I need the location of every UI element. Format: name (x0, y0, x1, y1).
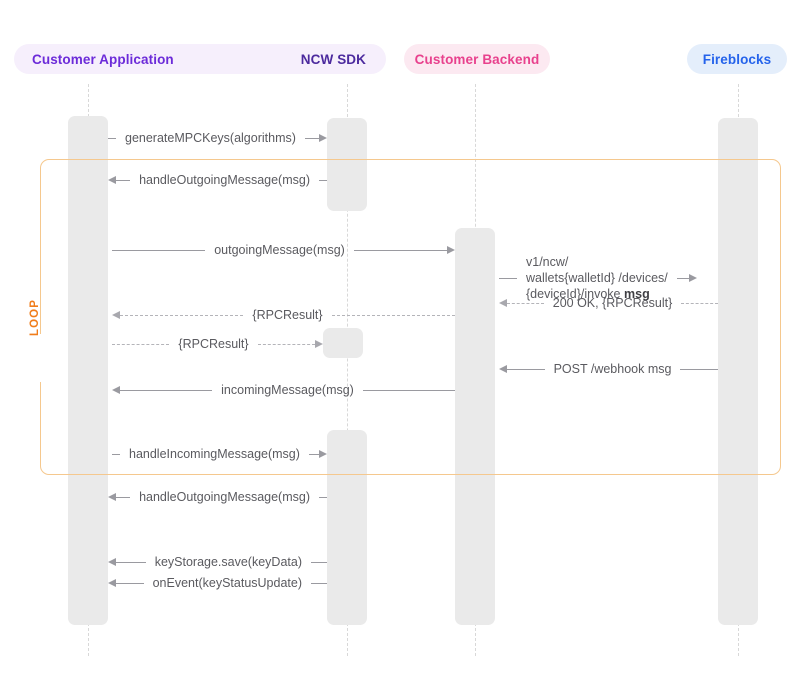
message-label-key-storage-save: keyStorage.save(keyData) (154, 555, 302, 569)
message-handle-outgoing-2[interactable]: handleOutgoingMessage(msg) (108, 488, 327, 506)
arrowhead-left-icon (112, 386, 120, 394)
arrowhead-right-icon (447, 246, 455, 254)
message-label-handle-incoming: handleIncomingMessage(msg) (129, 447, 300, 461)
activation-bar-fireblocks (718, 118, 758, 625)
message-label-outgoing-message: outgoingMessage(msg) (214, 243, 345, 257)
activation-bar-ncw-sdk-3 (327, 430, 367, 625)
arrowhead-left-icon (499, 299, 507, 307)
message-on-event-key-status[interactable]: onEvent(keyStatusUpdate) (108, 574, 327, 592)
activation-bar-customer-backend (455, 228, 495, 625)
message-incoming-message[interactable]: incomingMessage(msg) (112, 381, 455, 399)
participant-label-customer-application: Customer Application (32, 51, 174, 67)
participant-header-customer-backend[interactable]: Customer Backend (404, 44, 550, 74)
invoke-endpoint-bold: msg (624, 287, 650, 302)
activation-bar-ncw-sdk-2 (323, 328, 363, 358)
message-outgoing-message[interactable]: outgoingMessage(msg) (112, 241, 455, 259)
message-label-incoming-message: incomingMessage(msg) (221, 383, 354, 397)
message-generate-mpc-keys[interactable]: generateMPCKeys(algorithms) (108, 129, 327, 147)
message-200-ok-rpcresult[interactable]: 200 OK, {RPCResult} (499, 294, 719, 312)
participant-header-customer-application[interactable]: Customer Application NCW SDK (14, 44, 386, 74)
loop-fragment-label: LOOP (29, 299, 41, 336)
invoke-endpoint-path: v1/ncw/ wallets{walletId} /devices/ {dev… (526, 254, 668, 302)
message-rpcresult-to-sdk[interactable]: {RPCResult} (112, 335, 323, 353)
arrowhead-left-icon (108, 579, 116, 587)
message-handle-outgoing-1[interactable]: handleOutgoingMessage(msg) (108, 171, 327, 189)
message-label-invoke-endpoint: v1/ncw/ wallets{walletId} /devices/ {dev… (517, 254, 677, 303)
arrowhead-left-icon (112, 311, 120, 319)
activation-bar-customer-application (68, 116, 108, 625)
message-key-storage-save[interactable]: keyStorage.save(keyData) (108, 553, 327, 571)
message-label-rpcresult-to-app: {RPCResult} (252, 308, 323, 322)
arrowhead-right-icon (319, 450, 327, 458)
loop-label-background (35, 334, 46, 382)
arrowhead-right-icon (688, 274, 697, 282)
message-label-handle-outgoing-1: handleOutgoingMessage(msg) (139, 173, 310, 187)
message-post-webhook[interactable]: POST /webhook msg (499, 360, 719, 378)
message-label-on-event-key-status: onEvent(keyStatusUpdate) (152, 576, 302, 590)
arrowhead-left-icon (108, 493, 116, 501)
participant-header-fireblocks[interactable]: Fireblocks (687, 44, 787, 74)
arrowhead-right-icon (315, 340, 323, 348)
message-invoke-endpoint[interactable]: v1/ncw/ wallets{walletId} /devices/ {dev… (499, 255, 718, 301)
message-label-generate-mpc-keys: generateMPCKeys(algorithms) (125, 131, 296, 145)
activation-bar-ncw-sdk-1 (327, 118, 367, 211)
message-handle-incoming[interactable]: handleIncomingMessage(msg) (112, 445, 327, 463)
participant-label-ncw-sdk: NCW SDK (300, 51, 366, 67)
participant-label-fireblocks: Fireblocks (702, 51, 772, 67)
arrowhead-right-icon (319, 134, 327, 142)
message-label-rpcresult-to-sdk: {RPCResult} (178, 337, 249, 351)
arrowhead-left-icon (499, 365, 507, 373)
participant-label-customer-backend: Customer Backend (414, 51, 540, 67)
message-label-post-webhook: POST /webhook msg (553, 362, 672, 376)
lifeline-ncw-sdk (347, 84, 348, 656)
message-label-handle-outgoing-2: handleOutgoingMessage(msg) (139, 490, 310, 504)
message-rpcresult-to-app[interactable]: {RPCResult} (112, 306, 455, 324)
arrowhead-left-icon (108, 176, 116, 184)
message-label-200-ok-rpcresult: 200 OK, {RPCResult} (552, 296, 673, 310)
arrowhead-left-icon (108, 558, 116, 566)
